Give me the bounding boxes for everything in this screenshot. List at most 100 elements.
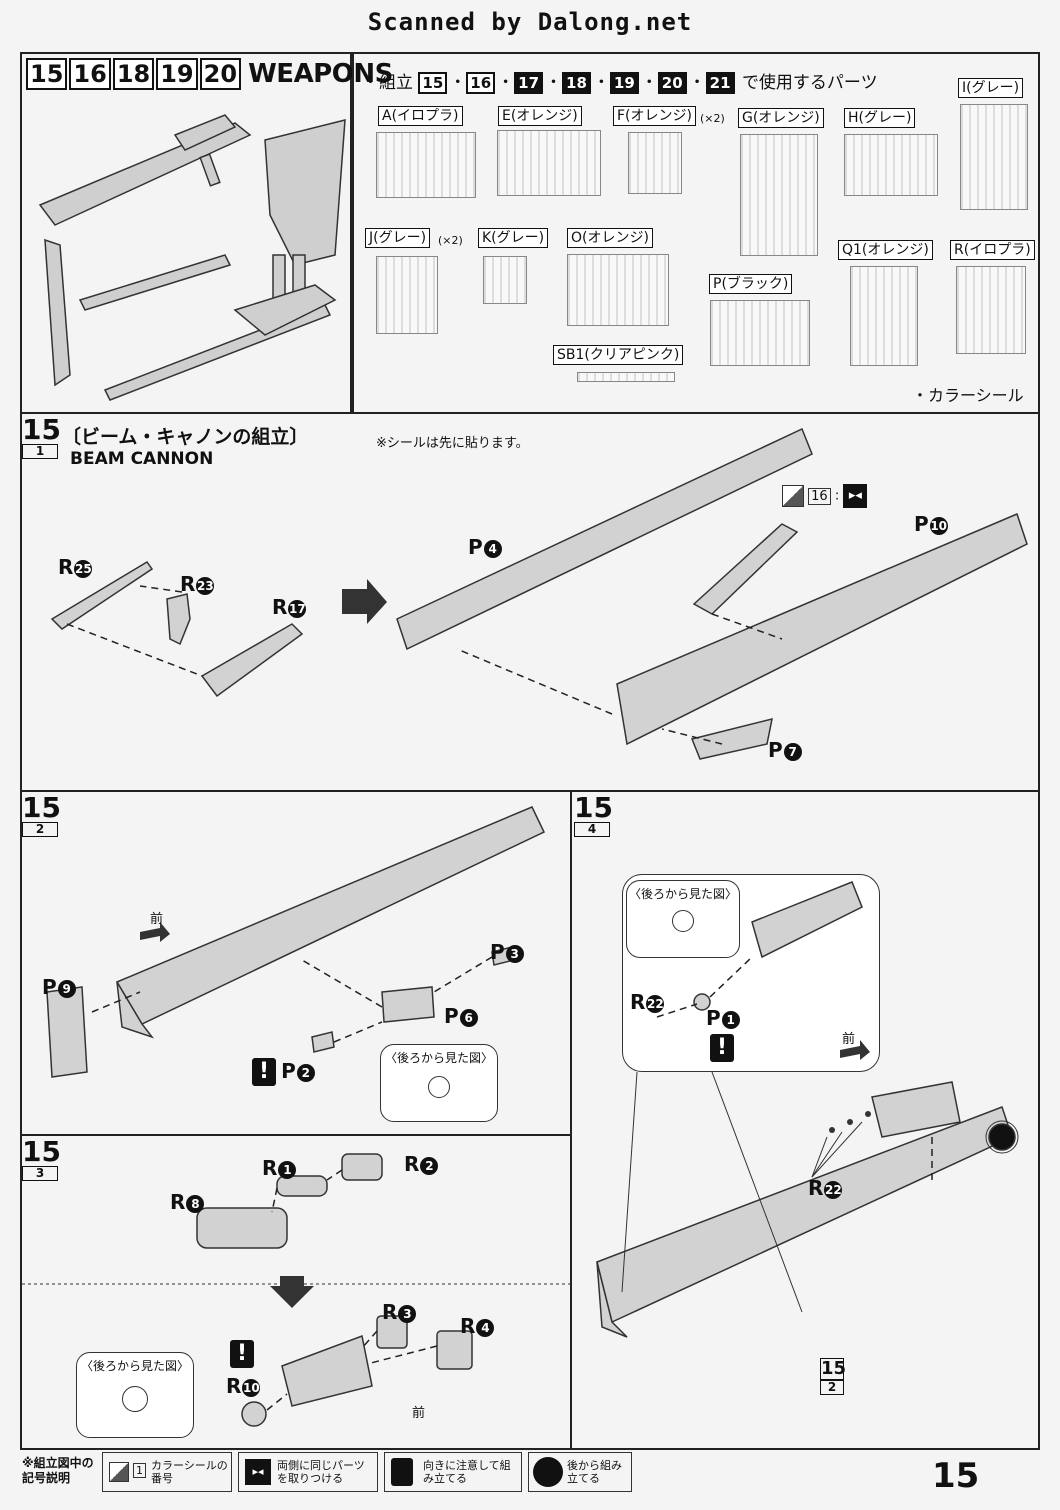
sprue-r [956,266,1026,354]
legend-later: 後から組み立てる [528,1452,632,1492]
both-sides-icon: ▸◂ [843,484,868,508]
sticker-icon [782,485,804,507]
both-sides-icon: ▸◂ [245,1459,271,1485]
sprue-a [376,132,476,198]
warning-icon: ! [710,1034,734,1062]
step15-3-front-label: 前 [412,1406,426,1421]
weapons-step-5: 20 [199,58,242,90]
step15-4-num: 15 [574,791,613,824]
step15-1-sub: 1 [22,444,58,459]
step15-3-rear-view: 〈後ろから見た図〉 [76,1352,194,1438]
step15-1-number: 15 1 [22,413,61,459]
parts-step-17: 17 [514,72,544,94]
parts-intro-suffix: で使用するパーツ [741,73,878,93]
parts-intro: ・組立 15・16・17・18・19・20・21 で使用するパーツ [362,72,878,94]
sprue-label-a: A(イロプラ) [378,106,463,126]
step15-1-illustration [50,427,1028,760]
step15-3-rear-view-label: 〈後ろから見た図〉 [80,1359,189,1373]
step15-4-ref: 15 2 [820,1358,847,1395]
step15-4-rear-view: 〈後ろから見た図〉 [626,880,740,958]
step15-2-front-label: 前 [150,912,164,927]
sprue-sb1 [577,372,675,382]
sprue-label-r: R(イロプラ) [950,240,1035,260]
legend-sticker-text: カラーシールの番号 [151,1459,228,1485]
parts-step-18: 18 [562,72,591,94]
warning-icon: ! [230,1340,254,1368]
step15-2-sub: 2 [22,822,58,837]
step15-1-note: ※シールは先に貼ります。 [376,436,529,451]
step15-2-rear-view-label: 〈後ろから見た図〉 [384,1051,493,1065]
sprue-e [497,130,601,196]
step15-3-illustration [22,1153,570,1427]
sprue-label-p: P(ブラック) [709,274,793,294]
sprue-label-j: J(グレー) [365,228,431,248]
sprue-k [483,256,527,304]
page-number: 15 [932,1456,980,1496]
sprue-h [844,134,938,196]
sprue-label-k: K(グレー) [478,228,549,248]
legend-sticker: 1 カラーシールの番号 [102,1452,232,1492]
legend-title: ※組立図中の記号説明 [22,1456,94,1485]
warning-icon [391,1458,413,1486]
step15-3-num: 15 [22,1135,61,1168]
sprue-i [960,104,1028,210]
sprue-label-e: E(オレンジ) [498,106,582,126]
parts-step-16: 16 [466,72,496,94]
step15-1-title-en: BEAM CANNON [70,449,214,469]
legend-later-text: 後から組み立てる [567,1459,622,1485]
later-icon [533,1457,563,1487]
step15-3-warning: ! [230,1340,254,1368]
scanned-by-header: Scanned by Dalong.net [367,8,693,36]
step15-1-num: 15 [22,413,61,446]
step15-4-rear-view-label: 〈後ろから見た図〉 [628,887,737,901]
weapons-label: WEAPONS [248,59,393,89]
weapons-step-2: 16 [69,58,111,90]
step15-4-front-label: 前 [842,1032,856,1047]
step15-4-panel [570,790,1040,1450]
rear-view-circle [428,1076,450,1098]
legend-both-sides-text: 両側に同じパーツを取りつける [277,1459,365,1485]
parts-step-21: 21 [705,72,735,94]
sprue-label-o: O(オレンジ) [567,228,653,248]
sprue-o [567,254,669,326]
parts-intro-prefix: ・組立 [362,73,413,93]
sprue-label-q1: Q1(オレンジ) [838,240,933,260]
ref-sub: 2 [820,1380,844,1395]
weapons-illustration [38,114,346,401]
sticker-note: ・カラーシール [912,386,1024,405]
step15-2-num: 15 [22,791,61,824]
legend-both-sides: ▸◂ 両側に同じパーツを取りつける [238,1452,378,1492]
step15-3-number: 15 3 [22,1135,61,1181]
sprue-q1 [850,266,918,366]
step15-2-number: 15 2 [22,791,61,837]
step15-3-sub: 3 [22,1166,58,1181]
sprue-f [628,132,682,194]
step15-4-illustration [596,881,1019,1338]
legend-sticker-num: 1 [133,1463,146,1478]
sprue-p [710,300,810,366]
sprue-label-i: I(グレー) [958,78,1024,98]
legend-orientation-text: 向きに注意して組み立てる [423,1459,511,1485]
step15-4-warning: ! [710,1034,734,1062]
legend-orientation: 向きに注意して組み立てる [384,1452,522,1492]
warning-icon: ! [252,1058,276,1086]
sprue-label-g: G(オレンジ) [738,108,824,128]
sprue-g [740,134,818,256]
ref-num: 15 [820,1358,847,1380]
step15-4-sub: 4 [574,822,610,837]
step15-2-illustration [46,806,546,1078]
weapons-step-3: 18 [112,58,155,90]
weapons-step-1: 15 [26,58,68,90]
